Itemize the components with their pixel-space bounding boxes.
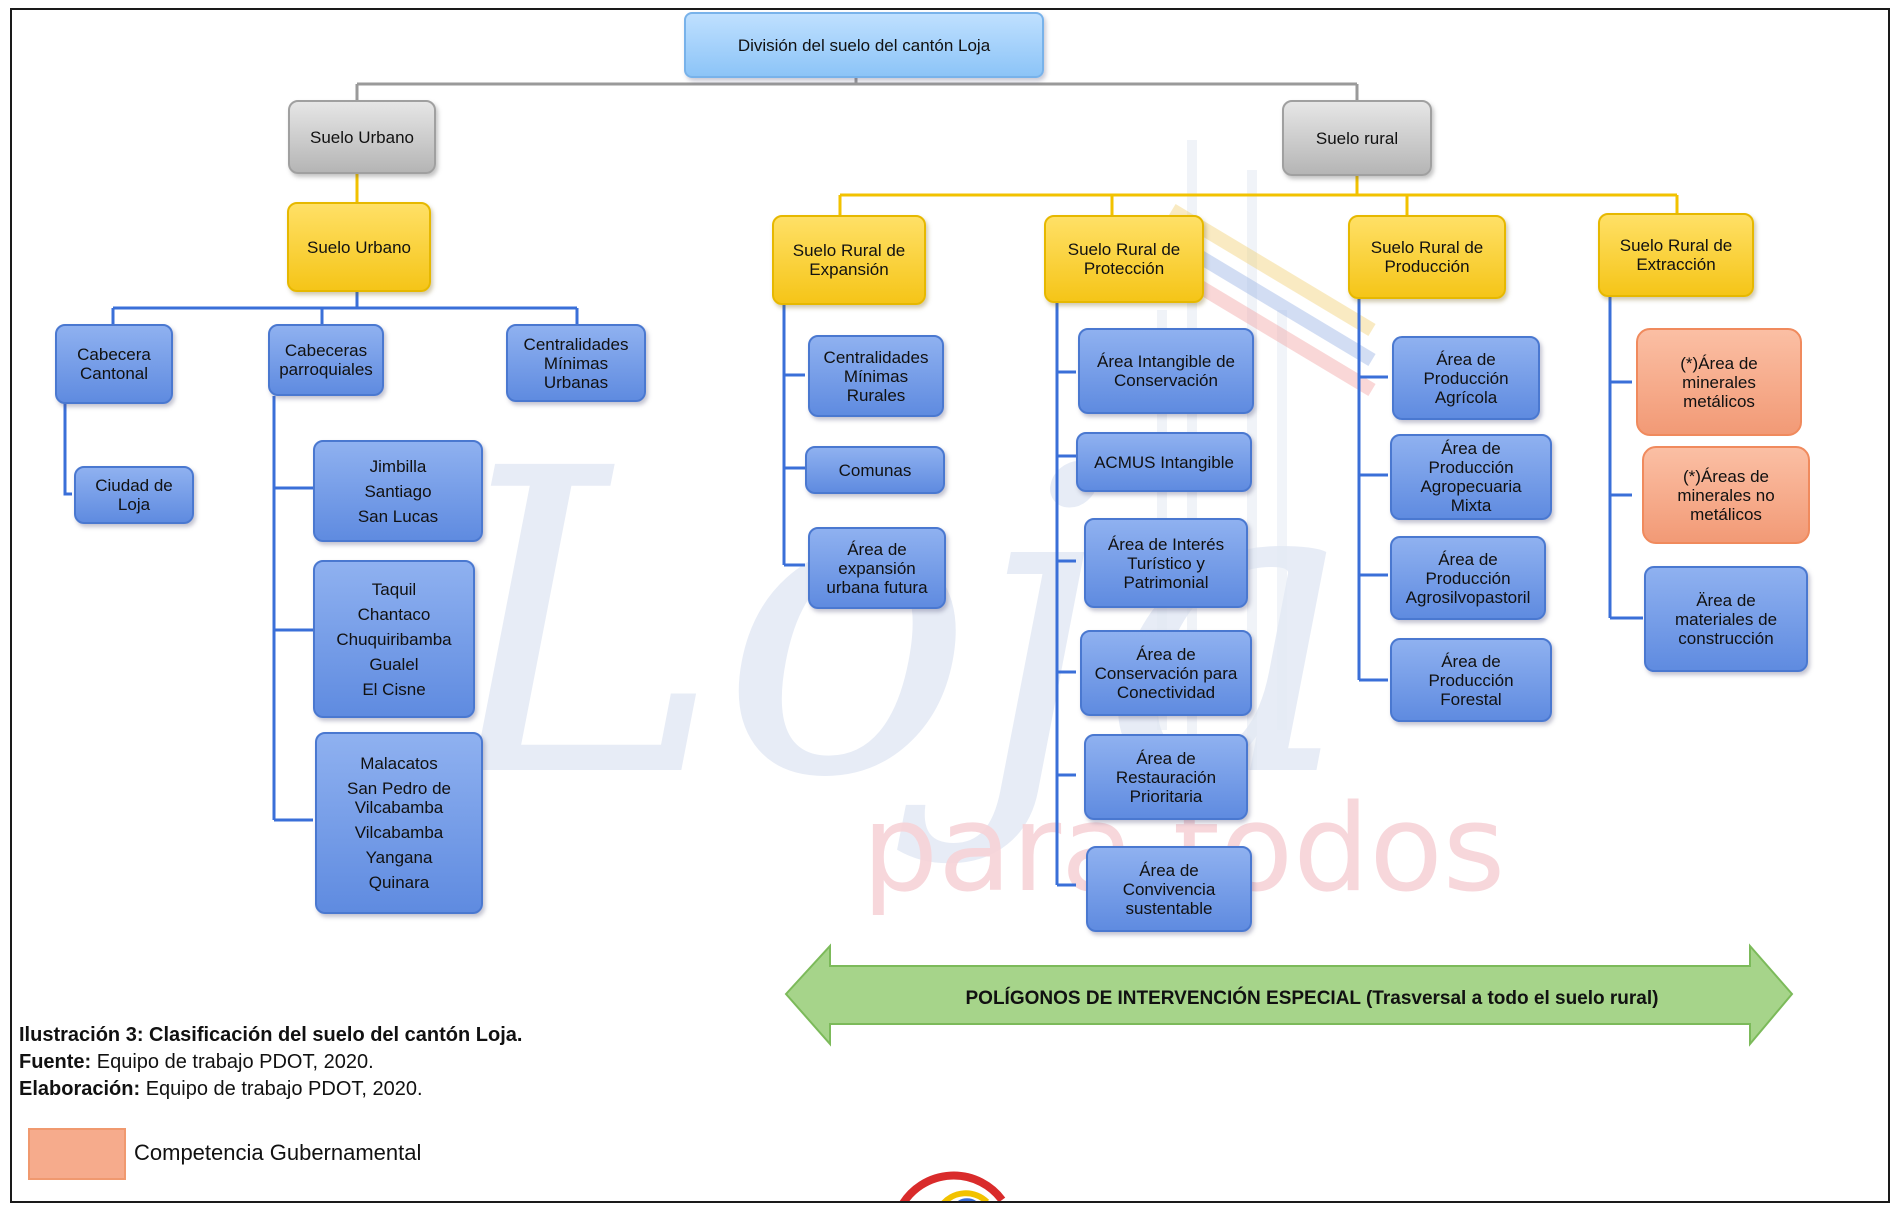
centralidades-urbanas-node: Centralidades Mínimas Urbanas: [506, 324, 646, 402]
area-convivencia-sustentable-node: Área de Convivencia sustentable: [1086, 846, 1252, 932]
urban-soil-grey-node: Suelo Urbano: [288, 100, 436, 174]
rural-extraccion-node: Suelo Rural de Extracción: [1598, 213, 1754, 297]
diagram-frame: Loja para todos: [10, 8, 1890, 1203]
parroquias-group-3: Malacatos San Pedro de Vilcabamba Vilcab…: [315, 732, 483, 914]
root-node: División del suelo del cantón Loja: [684, 12, 1044, 78]
ciudad-de-loja-node: Ciudad de Loja: [74, 466, 194, 524]
caption-title: Ilustración 3: Clasificación del suelo d…: [19, 1024, 523, 1046]
area-interes-turistico-node: Área de Interés Turístico y Patrimonial: [1084, 518, 1248, 608]
area-conservacion-conectividad-node: Área de Conservación para Conectividad: [1080, 630, 1252, 716]
cabeceras-parroquiales-node: Cabeceras parroquiales: [268, 324, 384, 396]
legend-label: Competencia Gubernamental: [134, 1140, 422, 1165]
centralidades-rurales-node: Centralidades Mínimas Rurales: [808, 335, 944, 417]
produccion-forestal-node: Área de Producción Forestal: [1390, 638, 1552, 722]
parroquias-group-1: Jimbilla Santiago San Lucas: [313, 440, 483, 542]
rural-soil-grey-node: Suelo rural: [1282, 100, 1432, 176]
minerales-no-metalicos-node: (*)Áreas de minerales no metálicos: [1642, 446, 1810, 544]
minerales-metalicos-node: (*)Área de minerales metálicos: [1636, 328, 1802, 436]
produccion-agropecuaria-mixta-node: Área de Producción Agropecuaria Mixta: [1390, 434, 1552, 520]
urban-soil-gold-node: Suelo Urbano: [287, 202, 431, 292]
legend-swatch: [28, 1128, 126, 1180]
caption-elaboracion: Elaboración: Equipo de trabajo PDOT, 202…: [19, 1078, 423, 1100]
produccion-agrosilvopastoril-node: Área de Producción Agrosilvopastoril: [1390, 536, 1546, 620]
materiales-construccion-node: Ärea de materiales de construcción: [1644, 566, 1808, 672]
acmus-intangible-node: ACMUS Intangible: [1076, 432, 1252, 492]
comunas-node: Comunas: [805, 446, 945, 494]
rural-proteccion-node: Suelo Rural de Protección: [1044, 215, 1204, 303]
caption-fuente: Fuente: Equipo de trabajo PDOT, 2020.: [19, 1051, 374, 1073]
intervention-banner-label: POLÍGONOS DE INTERVENCIÓN ESPECIAL (Tras…: [965, 988, 1659, 1009]
bottom-logo-icon: [899, 1171, 1006, 1201]
area-restauracion-prioritaria-node: Área de Restauración Prioritaria: [1084, 734, 1248, 820]
rural-produccion-node: Suelo Rural de Producción: [1348, 215, 1506, 299]
rural-expansion-node: Suelo Rural de Expansión: [772, 215, 926, 305]
parroquias-group-2: Taquil Chantaco Chuquiribamba Gualel El …: [313, 560, 475, 718]
connector-lines: [63, 76, 1679, 887]
produccion-agricola-node: Área de Producción Agrícola: [1392, 336, 1540, 420]
intervention-banner-arrow: [784, 943, 1794, 1047]
watermark-stripes: [1168, 203, 1376, 397]
area-intangible-conservacion-node: Área Intangible de Conservación: [1078, 328, 1254, 414]
expansion-urbana-futura-node: Área de expansión urbana futura: [808, 527, 946, 609]
cabecera-cantonal-node: Cabecera Cantonal: [55, 324, 173, 404]
